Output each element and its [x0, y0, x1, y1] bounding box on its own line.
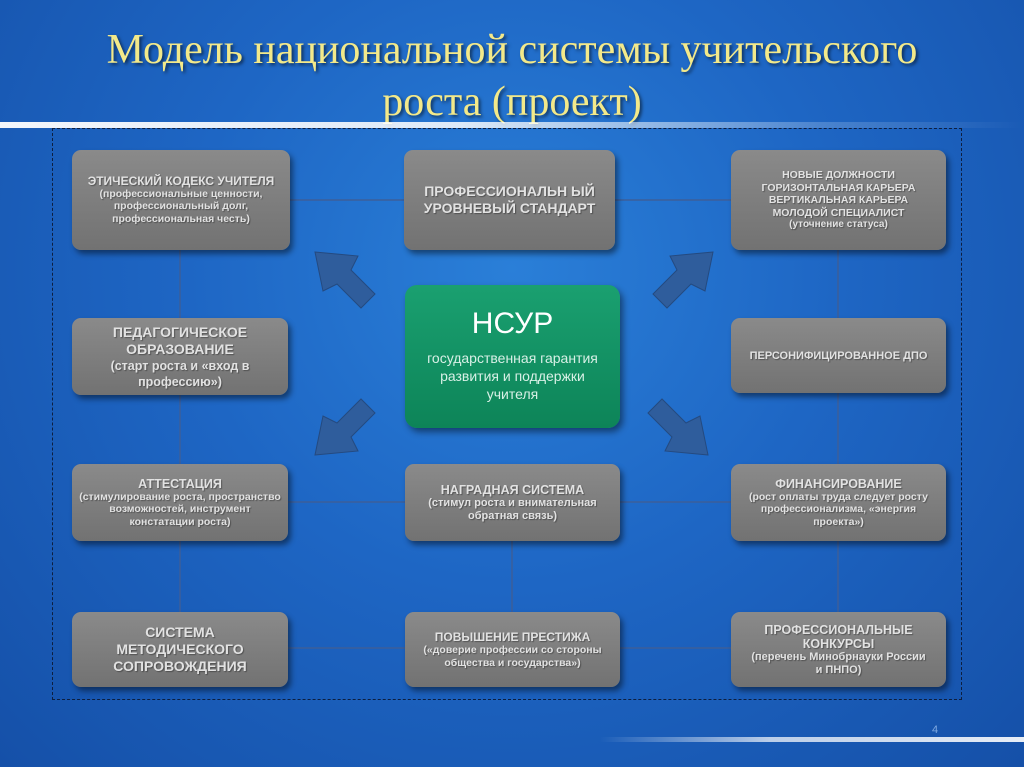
arrow-down-left-icon: [314, 398, 376, 456]
box-award-sub: (стимул роста и внимательная обратная св…: [428, 496, 597, 522]
box-financing: ФИНАНСИРОВАНИЕ (рост оплаты труда следуе…: [731, 464, 946, 541]
box-attestation: АТТЕСТАЦИЯ (стимулирование роста, простр…: [72, 464, 288, 541]
title-underline: [0, 122, 1024, 128]
box-ethics-heading: ЭТИЧЕСКИЙ КОДЕКС УЧИТЕЛЯ: [87, 173, 275, 188]
box-prestige-sub: («доверие профессии со стороны общества …: [423, 644, 602, 669]
box-professional-standard: ПРОФЕССИОНАЛЬН ЫЙ УРОВНЕВЫЙ СТАНДАРТ: [404, 150, 615, 250]
box-prestige: ПОВЫШЕНИЕ ПРЕСТИЖА («доверие профессии с…: [405, 612, 620, 687]
box-new-positions: НОВЫЕ ДОЛЖНОСТИ ГОРИЗОНТАЛЬНАЯ КАРЬЕРА В…: [731, 150, 946, 250]
box-dpo-heading: ПЕРСОНИФИЦИРОВАННОЕ ДПО: [749, 349, 928, 362]
title-line-1: Модель национальной системы учительского: [106, 27, 918, 73]
box-standard-heading: ПРОФЕССИОНАЛЬН ЫЙ УРОВНЕВЫЙ СТАНДАРТ: [423, 183, 596, 216]
box-award-system: НАГРАДНАЯ СИСТЕМА (стимул роста и внимат…: [405, 464, 620, 541]
box-education-sub: (старт роста и «вход в профессию»): [110, 358, 250, 389]
box-attestation-sub: (стимулирование роста, пространство возм…: [79, 490, 281, 528]
page-title: Модель национальной системы учительского…: [40, 24, 984, 128]
arrow-up-left-icon: [314, 251, 376, 309]
box-attestation-heading: АТТЕСТАЦИЯ: [138, 476, 222, 491]
box-professional-contests: ПРОФЕССИОНАЛЬНЫЕ КОНКУРСЫ (перечень Мино…: [731, 612, 946, 687]
box-financing-sub: (рост оплаты труда следует росту професс…: [748, 490, 929, 528]
title-line-2: роста (проект): [382, 79, 642, 125]
box-financing-heading: ФИНАНСИРОВАНИЕ: [775, 476, 902, 491]
diagram-frame: [52, 128, 962, 700]
box-education-heading: ПЕДАГОГИЧЕСКОЕ ОБРАЗОВАНИЕ: [112, 323, 248, 357]
box-ethics-code: ЭТИЧЕСКИЙ КОДЕКС УЧИТЕЛЯ (профессиональн…: [72, 150, 290, 250]
center-abbr: НСУР: [471, 307, 554, 340]
arrow-up-right-icon: [652, 251, 714, 309]
arrow-down-right-icon: [647, 398, 709, 456]
box-pedagogical-education: ПЕДАГОГИЧЕСКОЕ ОБРАЗОВАНИЕ (старт роста …: [72, 318, 288, 395]
center-description: государственная гарантия развития и подд…: [427, 350, 598, 402]
box-contests-sub: (перечень Минобрнауки России и ПНПО): [751, 650, 926, 676]
page-number: 4: [932, 724, 939, 736]
box-ethics-sub: (профессиональные ценности, профессионал…: [99, 187, 263, 225]
box-personified-dpo: ПЕРСОНИФИЦИРОВАННОЕ ДПО: [731, 318, 946, 393]
footer-line: [600, 737, 1024, 742]
box-positions-heading: НОВЫЕ ДОЛЖНОСТИ ГОРИЗОНТАЛЬНАЯ КАРЬЕРА В…: [761, 169, 916, 219]
box-contests-heading: ПРОФЕССИОНАЛЬНЫЕ КОНКУРСЫ: [764, 622, 913, 651]
box-methodical-support: СИСТЕМА МЕТОДИЧЕСКОГО СОПРОВОЖДЕНИЯ: [72, 612, 288, 687]
box-award-heading: НАГРАДНАЯ СИСТЕМА: [440, 482, 585, 497]
box-prestige-heading: ПОВЫШЕНИЕ ПРЕСТИЖА: [434, 630, 591, 644]
box-method-heading: СИСТЕМА МЕТОДИЧЕСКОГО СОПРОВОЖДЕНИЯ: [113, 624, 247, 674]
center-nsur: НСУР государственная гарантия развития и…: [405, 285, 620, 428]
box-positions-sub: (уточнение статуса): [789, 219, 888, 230]
